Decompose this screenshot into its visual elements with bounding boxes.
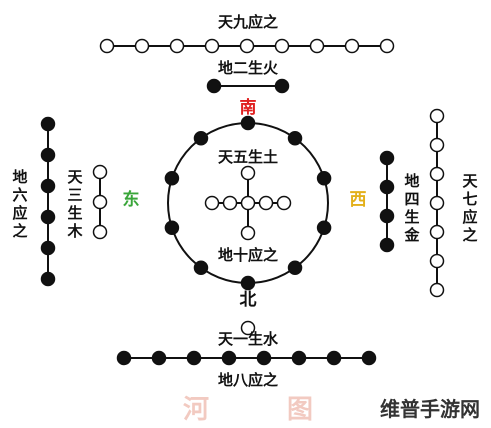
left-outer-dot [40, 178, 56, 194]
center-cross-dot [258, 195, 274, 211]
right-outer-dot [429, 282, 445, 298]
label-left-inner-char: 三 [67, 186, 82, 204]
center-ring-dot [193, 131, 209, 146]
bottom-outer-dot [221, 350, 237, 366]
label-left-outer-char: 应 [12, 204, 27, 222]
label-right-outer-char: 之 [462, 226, 477, 244]
right-outer-dot [429, 224, 445, 240]
label-top-inner: 地二生火 [218, 59, 279, 77]
label-left-outer: 地 六 应 之 [12, 168, 27, 240]
label-left-outer-char: 六 [12, 186, 27, 204]
bottom-outer-dot [116, 350, 132, 366]
left-outer-dot [40, 271, 56, 287]
label-right-inner: 地 四 生 金 [403, 172, 420, 244]
label-right-outer-char: 应 [462, 208, 477, 226]
top-outer-dot [99, 38, 115, 54]
center-ring-dot [164, 220, 180, 235]
label-top-outer: 天九应之 [218, 13, 278, 31]
label-right-outer-char: 七 [462, 190, 477, 208]
direction-north: 北 [240, 290, 257, 310]
right-inner-dot [379, 150, 395, 166]
label-right-inner-char: 生 [404, 208, 419, 226]
top-outer-dot [274, 38, 290, 54]
label-right-inner-char: 地 [404, 172, 419, 190]
center-cross-dot [204, 195, 220, 211]
right-outer-dot [429, 137, 445, 153]
bottom-outer-dot [256, 350, 272, 366]
center-ring-dot [287, 131, 303, 146]
top-outer-dot [379, 38, 395, 54]
left-inner-dot [92, 224, 108, 240]
center-ring-dot [240, 115, 256, 131]
right-outer-dot [429, 195, 445, 211]
label-right-inner-char: 金 [403, 226, 420, 244]
top-inner-dot [274, 78, 290, 94]
label-bottom-inner: 天一生水 [218, 330, 279, 348]
left-outer-dot [40, 240, 56, 256]
direction-west: 西 [350, 190, 367, 210]
center-ring-dot [240, 275, 256, 291]
center-cross-dot [240, 195, 256, 211]
center-cross-dot [240, 225, 256, 241]
right-outer-dot [429, 166, 445, 182]
label-center-top: 天五生土 [218, 148, 278, 166]
center-ring-dot [193, 260, 209, 275]
center-cross-dot [276, 195, 292, 211]
bottom-outer-dot [186, 350, 202, 366]
top-outer-dot [309, 38, 325, 54]
top-outer-dot [239, 38, 255, 54]
dot-groups [40, 38, 445, 366]
top-outer-dot [344, 38, 360, 54]
label-left-inner-char: 木 [66, 222, 83, 240]
label-center-bottom: 地十应之 [218, 246, 278, 264]
bottom-inner-dot [240, 320, 256, 336]
direction-south: 南 [240, 97, 257, 118]
bottom-outer-dot [151, 350, 167, 366]
label-right-inner-char: 四 [404, 190, 419, 208]
center-ring-dot [287, 260, 303, 275]
left-outer-dot [40, 147, 56, 163]
direction-east: 东 [123, 189, 140, 210]
label-bottom-outer: 地八应之 [218, 371, 278, 389]
center-ring-dot [164, 171, 180, 186]
label-left-outer-char: 之 [12, 222, 27, 240]
label-left-outer-char: 地 [12, 168, 27, 186]
right-inner-dot [379, 179, 395, 195]
label-left-inner: 天 三 生 木 [66, 168, 83, 240]
top-inner-dot [206, 78, 222, 94]
center-cross-dot [240, 165, 256, 181]
center-ring-dot [316, 220, 332, 235]
right-inner-dot [379, 208, 395, 224]
center-cross-dot [222, 195, 238, 211]
label-left-inner-char: 天 [67, 168, 83, 186]
bottom-outer-dot [361, 350, 377, 366]
watermark-he: 河 [183, 395, 209, 425]
bottom-outer-dot [326, 350, 342, 366]
left-outer-dot [40, 116, 56, 132]
brand-watermark: 维普手游网 [380, 397, 480, 421]
top-outer-dot [134, 38, 150, 54]
left-inner-dot [92, 194, 108, 210]
top-outer-dot [169, 38, 185, 54]
watermark-tu: 图 [287, 395, 313, 425]
label-right-outer: 天 七 应 之 [462, 172, 478, 244]
top-outer-dot [204, 38, 220, 54]
right-outer-dot [429, 108, 445, 124]
label-left-inner-char: 生 [67, 204, 82, 222]
label-right-outer-char: 天 [462, 172, 478, 190]
left-outer-dot [40, 209, 56, 225]
right-outer-dot [429, 253, 445, 269]
bottom-outer-dot [291, 350, 307, 366]
center-ring-dot [316, 171, 332, 186]
left-inner-dot [92, 164, 108, 180]
right-inner-dot [379, 237, 395, 253]
